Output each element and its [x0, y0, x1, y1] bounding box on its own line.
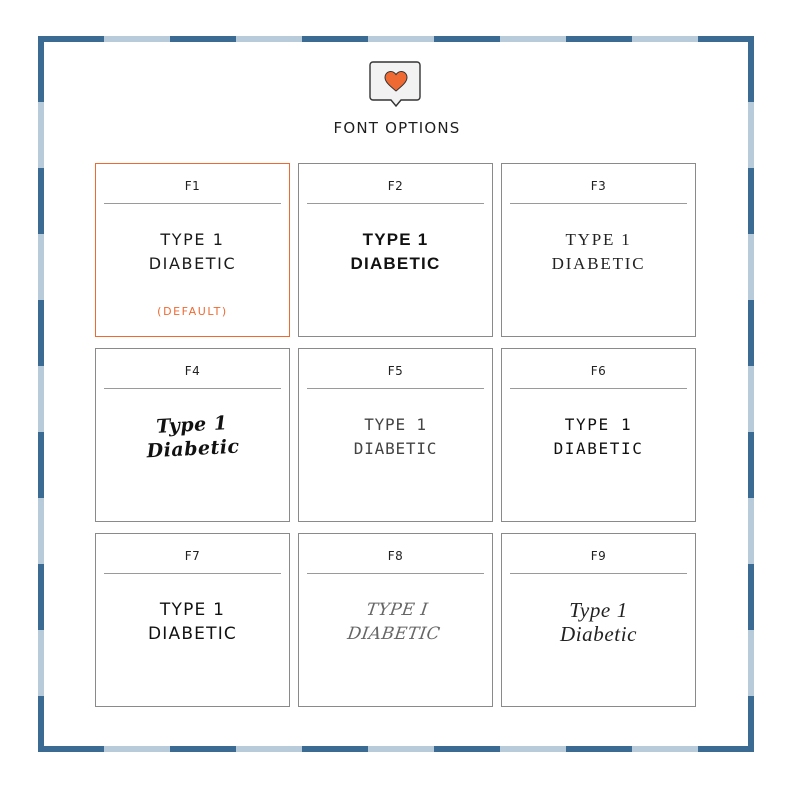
font-option-f9[interactable]: F9 Type 1 Diabetic [501, 533, 696, 707]
heart-speech-bubble-icon [369, 60, 423, 110]
option-label: F9 [590, 549, 607, 563]
sample-line-2: DIABETIC [350, 254, 441, 273]
font-option-f2[interactable]: F2 TYPE 1 DIABETIC [298, 163, 493, 337]
frame-right-edge [748, 36, 754, 752]
font-sample: TYPE 1 DIABETIC [96, 598, 289, 646]
font-option-f1[interactable]: F1 TYPE 1 DIABETIC (DEFAULT) [95, 163, 290, 337]
font-sample: Type 1 Diabetic [502, 598, 695, 646]
font-option-f4[interactable]: F4 Type 1 Diabetic [95, 348, 290, 522]
font-options-grid: F1 TYPE 1 DIABETIC (DEFAULT) F2 TYPE 1 D… [95, 163, 697, 707]
page-title: FONT OPTIONS [333, 119, 461, 137]
font-sample: TYPE I DIABETIC [296, 598, 496, 646]
default-badge: (DEFAULT) [157, 305, 228, 318]
font-option-f5[interactable]: F5 TYPE 1 DIABETIC [298, 348, 493, 522]
sample-line-1: TYPE 1 [159, 600, 226, 620]
sample-line-2: DIABETIC [346, 624, 442, 644]
font-option-f6[interactable]: F6 TYPE 1 DIABETIC [501, 348, 696, 522]
sample-line-2: DIABETIC [553, 439, 644, 458]
sample-line-1: TYPE I [365, 600, 430, 620]
divider [104, 573, 281, 574]
divider [307, 203, 484, 204]
divider [104, 203, 281, 204]
divider [510, 388, 687, 389]
sample-line-1: TYPE 1 [362, 230, 429, 249]
font-sample: TYPE 1 DIABETIC [299, 413, 492, 461]
sample-line-1: TYPE 1 [364, 415, 427, 434]
striped-frame [38, 36, 754, 752]
option-label: F3 [590, 179, 607, 193]
divider [104, 388, 281, 389]
sample-line-1: TYPE 1 [160, 230, 225, 249]
divider [307, 573, 484, 574]
sample-line-1: Type 1 [569, 598, 628, 622]
frame-left-edge [38, 36, 44, 752]
divider [510, 573, 687, 574]
font-sample: TYPE 1 DIABETIC [502, 228, 695, 276]
option-label: F5 [387, 364, 404, 378]
font-sample: TYPE 1 DIABETIC [502, 413, 695, 461]
frame-top-edge [38, 36, 754, 42]
font-sample: Type 1 Diabetic [95, 408, 290, 466]
option-label: F1 [184, 179, 201, 193]
font-option-f7[interactable]: F7 TYPE 1 DIABETIC [95, 533, 290, 707]
sample-line-2: DIABETIC [148, 254, 237, 273]
font-sample: TYPE 1 DIABETIC [299, 228, 492, 276]
divider [510, 203, 687, 204]
option-label: F7 [184, 549, 201, 563]
sample-line-2: DIABETIC [551, 254, 646, 273]
option-label: F8 [387, 549, 404, 563]
font-option-f8[interactable]: F8 TYPE I DIABETIC [298, 533, 493, 707]
sample-line-1: TYPE 1 [565, 230, 632, 249]
font-option-f3[interactable]: F3 TYPE 1 DIABETIC [501, 163, 696, 337]
sample-line-1: TYPE 1 [564, 415, 633, 434]
font-sample: TYPE 1 DIABETIC [96, 228, 289, 276]
option-label: F6 [590, 364, 607, 378]
option-label: F4 [184, 364, 201, 378]
sample-line-2: DIABETIC [353, 439, 438, 458]
divider [307, 388, 484, 389]
option-label: F2 [387, 179, 404, 193]
frame-bottom-edge [38, 746, 754, 752]
sample-line-2: DIABETIC [147, 624, 237, 644]
sample-line-2: Diabetic [559, 622, 638, 646]
